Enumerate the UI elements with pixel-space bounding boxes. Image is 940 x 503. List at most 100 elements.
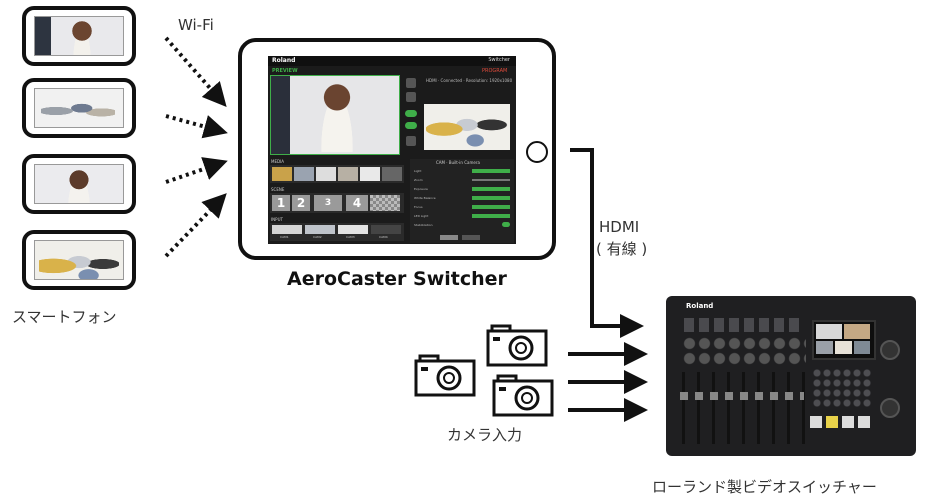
smartphone-2-screen (34, 88, 124, 128)
settings-button[interactable] (406, 136, 416, 146)
bottom-tab-1[interactable] (440, 235, 458, 240)
setting-control-4[interactable] (472, 196, 510, 200)
mixer-monitor (812, 320, 876, 360)
wifi-label: Wi-Fi (178, 16, 214, 34)
mixer-buttons-top (684, 318, 804, 332)
setting-control-5[interactable] (472, 205, 510, 209)
hdmi-info: HDMI · Connected · Resolution: 1920x1080 (426, 78, 513, 83)
setting-control-3[interactable] (472, 187, 510, 191)
mixer-knobs (682, 336, 806, 366)
wifi-arrow-2 (165, 114, 228, 139)
program-label: PROGRAM (482, 68, 508, 74)
smartphone-1-screen (34, 16, 124, 56)
scene-tile-empty[interactable] (370, 195, 400, 211)
preview-window[interactable] (270, 75, 400, 155)
wifi-arrow-1 (164, 36, 227, 108)
input-thumb-3[interactable] (338, 225, 368, 234)
bottom-tab-2[interactable] (462, 235, 480, 240)
hdmi-wired-label: ( 有線 ) (596, 240, 648, 258)
setting-row-5: Focus (414, 205, 423, 209)
roland-logo: Roland (272, 57, 296, 64)
selector-button (810, 416, 822, 428)
preview-label: PREVIEW (272, 68, 298, 74)
clothes-image (426, 106, 508, 148)
setting-control-7[interactable] (502, 222, 510, 227)
tablet-device: Roland Switcher PREVIEW PROGRAM HDMI · C… (238, 38, 556, 260)
camera-icon (492, 374, 554, 417)
scene-tile-3[interactable]: 3 (314, 195, 342, 211)
setting-row-7: Stabilization (414, 223, 433, 227)
setting-control-6[interactable] (472, 214, 510, 218)
monitor-tile (835, 341, 852, 354)
smartphone-2 (22, 78, 136, 138)
setting-row-6: LED Light (414, 214, 429, 218)
smartphone-1 (22, 6, 136, 66)
mixer-dial (880, 398, 900, 418)
record-toggle[interactable] (405, 122, 417, 129)
camera-icon (414, 354, 476, 397)
input-cam-3: CAM3 (346, 235, 355, 239)
media-thumb[interactable] (360, 167, 380, 181)
media-thumb[interactable] (382, 167, 402, 181)
input-cam-4: CAM4 (379, 235, 388, 239)
app-title: AeroCaster Switcher (287, 268, 507, 290)
person-figure (65, 168, 93, 203)
media-thumb[interactable] (316, 167, 336, 181)
clothes-image (39, 245, 119, 279)
mixer-faders (682, 372, 806, 444)
camera-input-label: カメラ入力 (447, 426, 523, 444)
input-thumb-2[interactable] (305, 225, 335, 234)
live-toggle[interactable] (405, 110, 417, 117)
smartphones-label: スマートフォン (12, 308, 117, 326)
mixer-brand: Roland (686, 302, 714, 310)
app-name: Switcher (488, 57, 510, 63)
cut-button[interactable] (406, 78, 416, 88)
mixer-selector-buttons (810, 416, 872, 430)
selector-button (842, 416, 854, 428)
monitor-tile (854, 341, 870, 354)
setting-control-2[interactable] (472, 179, 510, 181)
presenter-figure (317, 82, 357, 152)
input-thumb-1[interactable] (272, 225, 302, 234)
clothes-image (41, 97, 115, 125)
input-row: CAM1 CAM2 CAM3 CAM4 (270, 223, 404, 241)
wifi-arrow-4 (164, 193, 227, 258)
smartphone-3 (22, 154, 136, 214)
app-header: Roland Switcher (268, 56, 516, 66)
transition-controls (404, 78, 418, 150)
monitor-tile (844, 324, 870, 339)
setting-row-3: Exposure (414, 187, 428, 191)
home-button (526, 141, 548, 163)
setting-row-1: Light (414, 169, 422, 173)
scene-label: SCENE (271, 187, 285, 192)
media-thumb[interactable] (294, 167, 314, 181)
smartphone-4 (22, 230, 136, 290)
auto-button[interactable] (406, 92, 416, 102)
setting-row-2: Zoom (414, 178, 423, 182)
scene-tile-1[interactable]: 1 (272, 195, 290, 211)
hdmi-label: HDMI (599, 218, 640, 236)
person-figure (71, 21, 93, 55)
cameras-group (414, 324, 554, 417)
input-cam-2: CAM2 (313, 235, 322, 239)
scene-row: 1 2 3 4 (270, 193, 404, 213)
settings-panel-title: CAM · Built-in Camera (436, 160, 480, 165)
smartphone-4-screen (34, 240, 124, 280)
program-window (424, 104, 510, 150)
scene-tile-4[interactable]: 4 (346, 195, 368, 211)
setting-row-4: White Balance (414, 196, 436, 200)
setting-control-1[interactable] (472, 169, 510, 173)
media-thumb[interactable] (272, 167, 292, 181)
smartphone-3-screen (34, 164, 124, 204)
hdmi-arrow (570, 148, 644, 338)
settings-panel: CAM · Built-in Camera Light Zoom Exposur… (410, 159, 514, 243)
media-thumb[interactable] (338, 167, 358, 181)
media-label: MEDIA (271, 159, 284, 164)
input-label: INPUT (271, 217, 283, 222)
media-row (270, 165, 404, 183)
selector-button (858, 416, 870, 428)
input-thumb-4[interactable] (371, 225, 401, 234)
scene-tile-2[interactable]: 2 (292, 195, 310, 211)
switcher-label: ローランド製ビデオスイッチャー (652, 478, 877, 496)
